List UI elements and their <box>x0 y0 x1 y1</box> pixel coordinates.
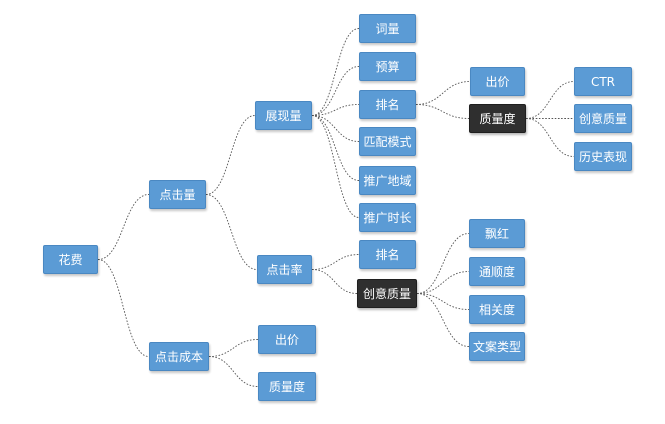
connector-zhanxianliang-to-ciliang <box>311 28 360 116</box>
connector-zhiliangdu-highlight-to-lishibiaoxian <box>525 118 575 157</box>
connector-huafei-to-dianjiliang <box>97 194 150 260</box>
node-dianjiliang: 点击量 <box>149 180 206 209</box>
node-chuangyizhiliang-1: 创意质量 <box>574 104 632 133</box>
connector-zhanxianliang-to-tuiguangdiyu <box>311 115 360 181</box>
node-wenanleixing: 文案类型 <box>469 332 525 361</box>
connector-dianjilv-to-paiming-2 <box>311 254 360 270</box>
connector-paiming-1-to-chujia-1 <box>415 81 471 105</box>
connector-chuangyizhiliang-highlight-to-xiangguandu <box>416 293 470 310</box>
connector-dianjichengben-to-chujia-2 <box>208 339 259 357</box>
node-xiangguandu: 相关度 <box>469 295 525 324</box>
node-yusuan: 预算 <box>359 52 416 81</box>
connector-chuangyizhiliang-highlight-to-wenanleixing <box>416 293 470 347</box>
connector-huafei-to-dianjichengben <box>97 259 150 357</box>
node-chuangyizhiliang-highlight: 创意质量 <box>357 279 417 308</box>
node-ciliang: 词量 <box>359 14 416 43</box>
connector-dianjiliang-to-zhanxianliang <box>205 115 256 195</box>
node-pipeimoshi: 匹配模式 <box>359 127 416 156</box>
connector-zhanxianliang-to-yusuan <box>311 66 360 116</box>
node-piaohong: 飘红 <box>469 219 525 248</box>
node-paiming-2: 排名 <box>359 240 416 269</box>
connector-paiming-1-to-zhiliangdu-highlight <box>415 104 470 119</box>
connector-zhanxianliang-to-pipeimoshi <box>311 115 360 142</box>
node-ctr: CTR <box>574 67 632 96</box>
node-tuiguangdiyu: 推广地域 <box>359 166 416 195</box>
node-tongshundu: 通顺度 <box>469 257 525 286</box>
node-chujia-2: 出价 <box>258 325 316 354</box>
node-chujia-1: 出价 <box>470 67 525 96</box>
node-lishibiaoxian: 历史表现 <box>574 142 632 171</box>
connector-chuangyizhiliang-highlight-to-piaohong <box>416 233 470 294</box>
node-dianjichengben: 点击成本 <box>149 342 209 371</box>
connector-zhiliangdu-highlight-to-ctr <box>525 81 575 119</box>
connector-zhanxianliang-to-tuiguangshichang <box>311 115 360 218</box>
connector-dianjilv-to-chuangyizhiliang-highlight <box>311 269 358 294</box>
node-huafei: 花费 <box>43 245 98 274</box>
connector-dianjiliang-to-dianjilv <box>205 194 258 270</box>
node-tuiguangshichang: 推广时长 <box>359 203 416 232</box>
node-dianjilv: 点击率 <box>257 255 312 284</box>
node-paiming-1: 排名 <box>359 90 416 119</box>
node-zhiliangdu-2: 质量度 <box>258 372 316 401</box>
node-zhanxianliang: 展现量 <box>255 101 312 130</box>
node-zhiliangdu-highlight: 质量度 <box>469 104 526 133</box>
connector-dianjichengben-to-zhiliangdu-2 <box>208 356 259 387</box>
connector-chuangyizhiliang-highlight-to-tongshundu <box>416 271 470 294</box>
